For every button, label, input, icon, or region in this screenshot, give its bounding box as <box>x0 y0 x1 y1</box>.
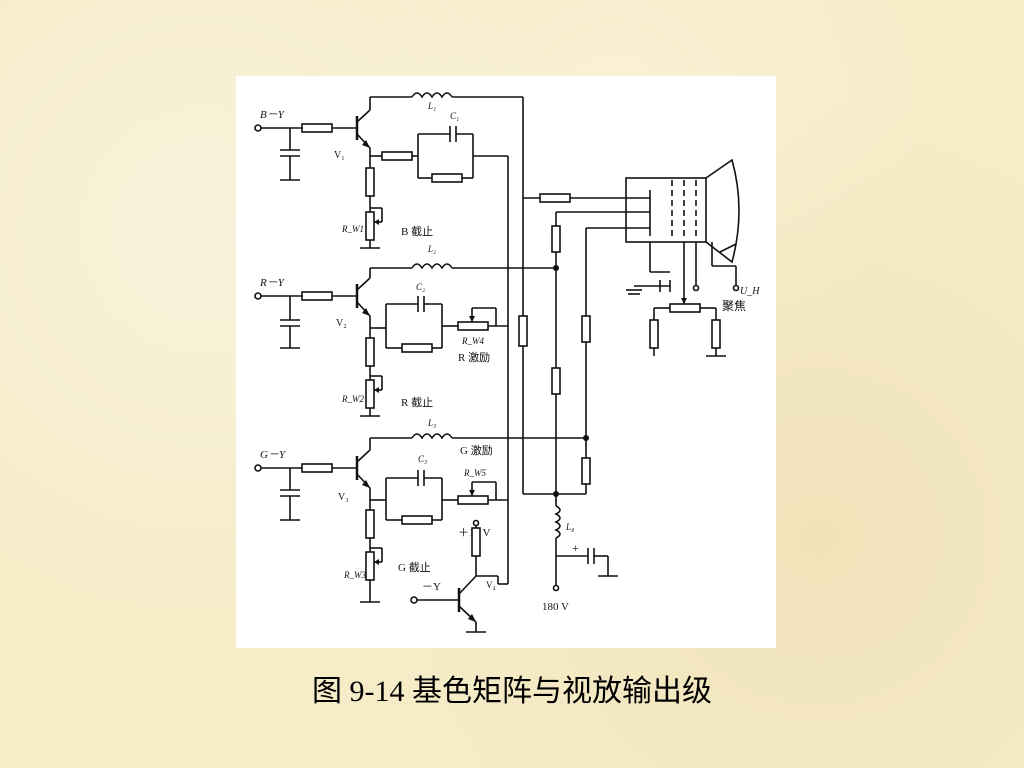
l2-label: L₂ <box>427 244 436 254</box>
supply-180v-label: 180 V <box>542 601 569 613</box>
inductor-l3 <box>411 433 453 440</box>
stage-g: G－Y V₃ L₃ G 激励 C₃ <box>254 418 586 603</box>
rw4-label: R_W4 <box>461 336 484 346</box>
stage-r: R－Y V₂ L₂ C₂ <box>254 244 556 417</box>
input-label-b: B－Y <box>260 109 286 121</box>
input-label-y: －Y <box>422 581 441 593</box>
pot-rw4 <box>457 321 489 331</box>
input-label-r: R－Y <box>259 277 286 289</box>
pot-rw5 <box>457 495 489 505</box>
pot-rw1 <box>365 211 375 241</box>
input-terminal-b <box>254 124 262 132</box>
inductor-l2 <box>411 263 453 270</box>
focus-label: 聚焦 <box>722 299 746 313</box>
rw5-label: R_W5 <box>463 468 486 478</box>
transistor-v4: V₄ <box>457 575 496 623</box>
g-drive-label: G 激励 <box>460 443 493 457</box>
circuit-schematic: B－Y V₁ L₁ C₁ <box>254 92 760 633</box>
c2-label: C₂ <box>416 282 425 292</box>
l4-label: L₄ <box>565 522 574 532</box>
l3-label: L₃ <box>427 418 436 428</box>
circuit-diagram-panel: B－Y V₁ L₁ C₁ <box>236 76 776 648</box>
base-resistor-b <box>301 123 333 133</box>
c1-label: C₁ <box>450 111 459 121</box>
transistor-v2: V₂ <box>336 277 371 329</box>
v4-label: V₄ <box>486 580 496 590</box>
input-terminal-y <box>410 596 418 604</box>
r-drive-label: R 激励 <box>458 350 490 364</box>
input-terminal-r <box>254 292 262 300</box>
output-network: L₄ 180 V + <box>518 158 760 613</box>
l1-label: L₁ <box>427 101 436 111</box>
focus-pot <box>669 303 701 313</box>
emitter-resistor-b <box>381 151 413 161</box>
v3-label: V₃ <box>338 492 349 503</box>
input-label-g: G－Y <box>260 449 287 461</box>
inductor-l1 <box>411 92 453 99</box>
pot-rw3 <box>365 551 375 581</box>
b-cutoff-label: B 截止 <box>401 224 433 238</box>
crt-screen <box>705 158 740 264</box>
rw2-label: R_W2 <box>341 394 364 404</box>
crt-tube: U_H 聚焦 <box>625 158 760 357</box>
crt-neck <box>625 177 707 243</box>
v2-label: V₂ <box>336 318 347 329</box>
transistor-v1: V₁ <box>334 109 371 161</box>
stage-y: ＋12 V －Y V₄ <box>410 519 508 633</box>
c3-label: C₃ <box>418 454 427 464</box>
inductor-l4 <box>554 505 561 539</box>
transistor-v3: V₃ <box>338 449 371 503</box>
rw3-label: R_W3 <box>343 570 366 580</box>
pot-rw2 <box>365 379 375 409</box>
uh-label: U_H <box>740 286 760 297</box>
stage-b: B－Y V₁ L₁ C₁ <box>254 92 524 584</box>
plus-label: + <box>572 541 579 555</box>
rw1-label: R_W1 <box>341 224 364 234</box>
figure-caption: 图 9-14 基色矩阵与视放输出级 <box>312 675 712 708</box>
r-cutoff-label: R 截止 <box>401 395 433 409</box>
v1-label: V₁ <box>334 150 345 161</box>
g-cutoff-label: G 截止 <box>398 560 431 574</box>
input-terminal-g <box>254 464 262 472</box>
